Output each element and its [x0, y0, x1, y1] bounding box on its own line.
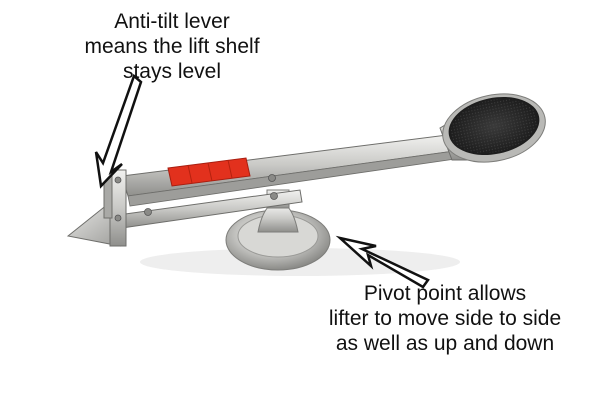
anti-tilt-callout-line-1: Anti-tilt lever	[114, 10, 230, 33]
anti-tilt-arrow	[94, 73, 143, 189]
anti-tilt-callout: Anti-tilt lever means the lift shelf sta…	[62, 9, 282, 84]
pivot-callout-line-3: as well as up and down	[335, 332, 555, 355]
anti-tilt-callout-line-2: means the lift shelf	[84, 35, 260, 58]
foot-pedal	[439, 93, 546, 163]
lift-shelf-assembly	[66, 167, 127, 247]
red-grip	[167, 157, 251, 187]
pivot-callout-line-1: Pivot point allows	[363, 282, 527, 305]
pivot-callout: Pivot point allows lifter to move side t…	[300, 281, 590, 356]
pivot-callout-line-2: lifter to move side to side	[328, 307, 562, 330]
pivot-arrow	[335, 235, 430, 289]
anti-tilt-callout-line-3: stays level	[122, 60, 222, 83]
